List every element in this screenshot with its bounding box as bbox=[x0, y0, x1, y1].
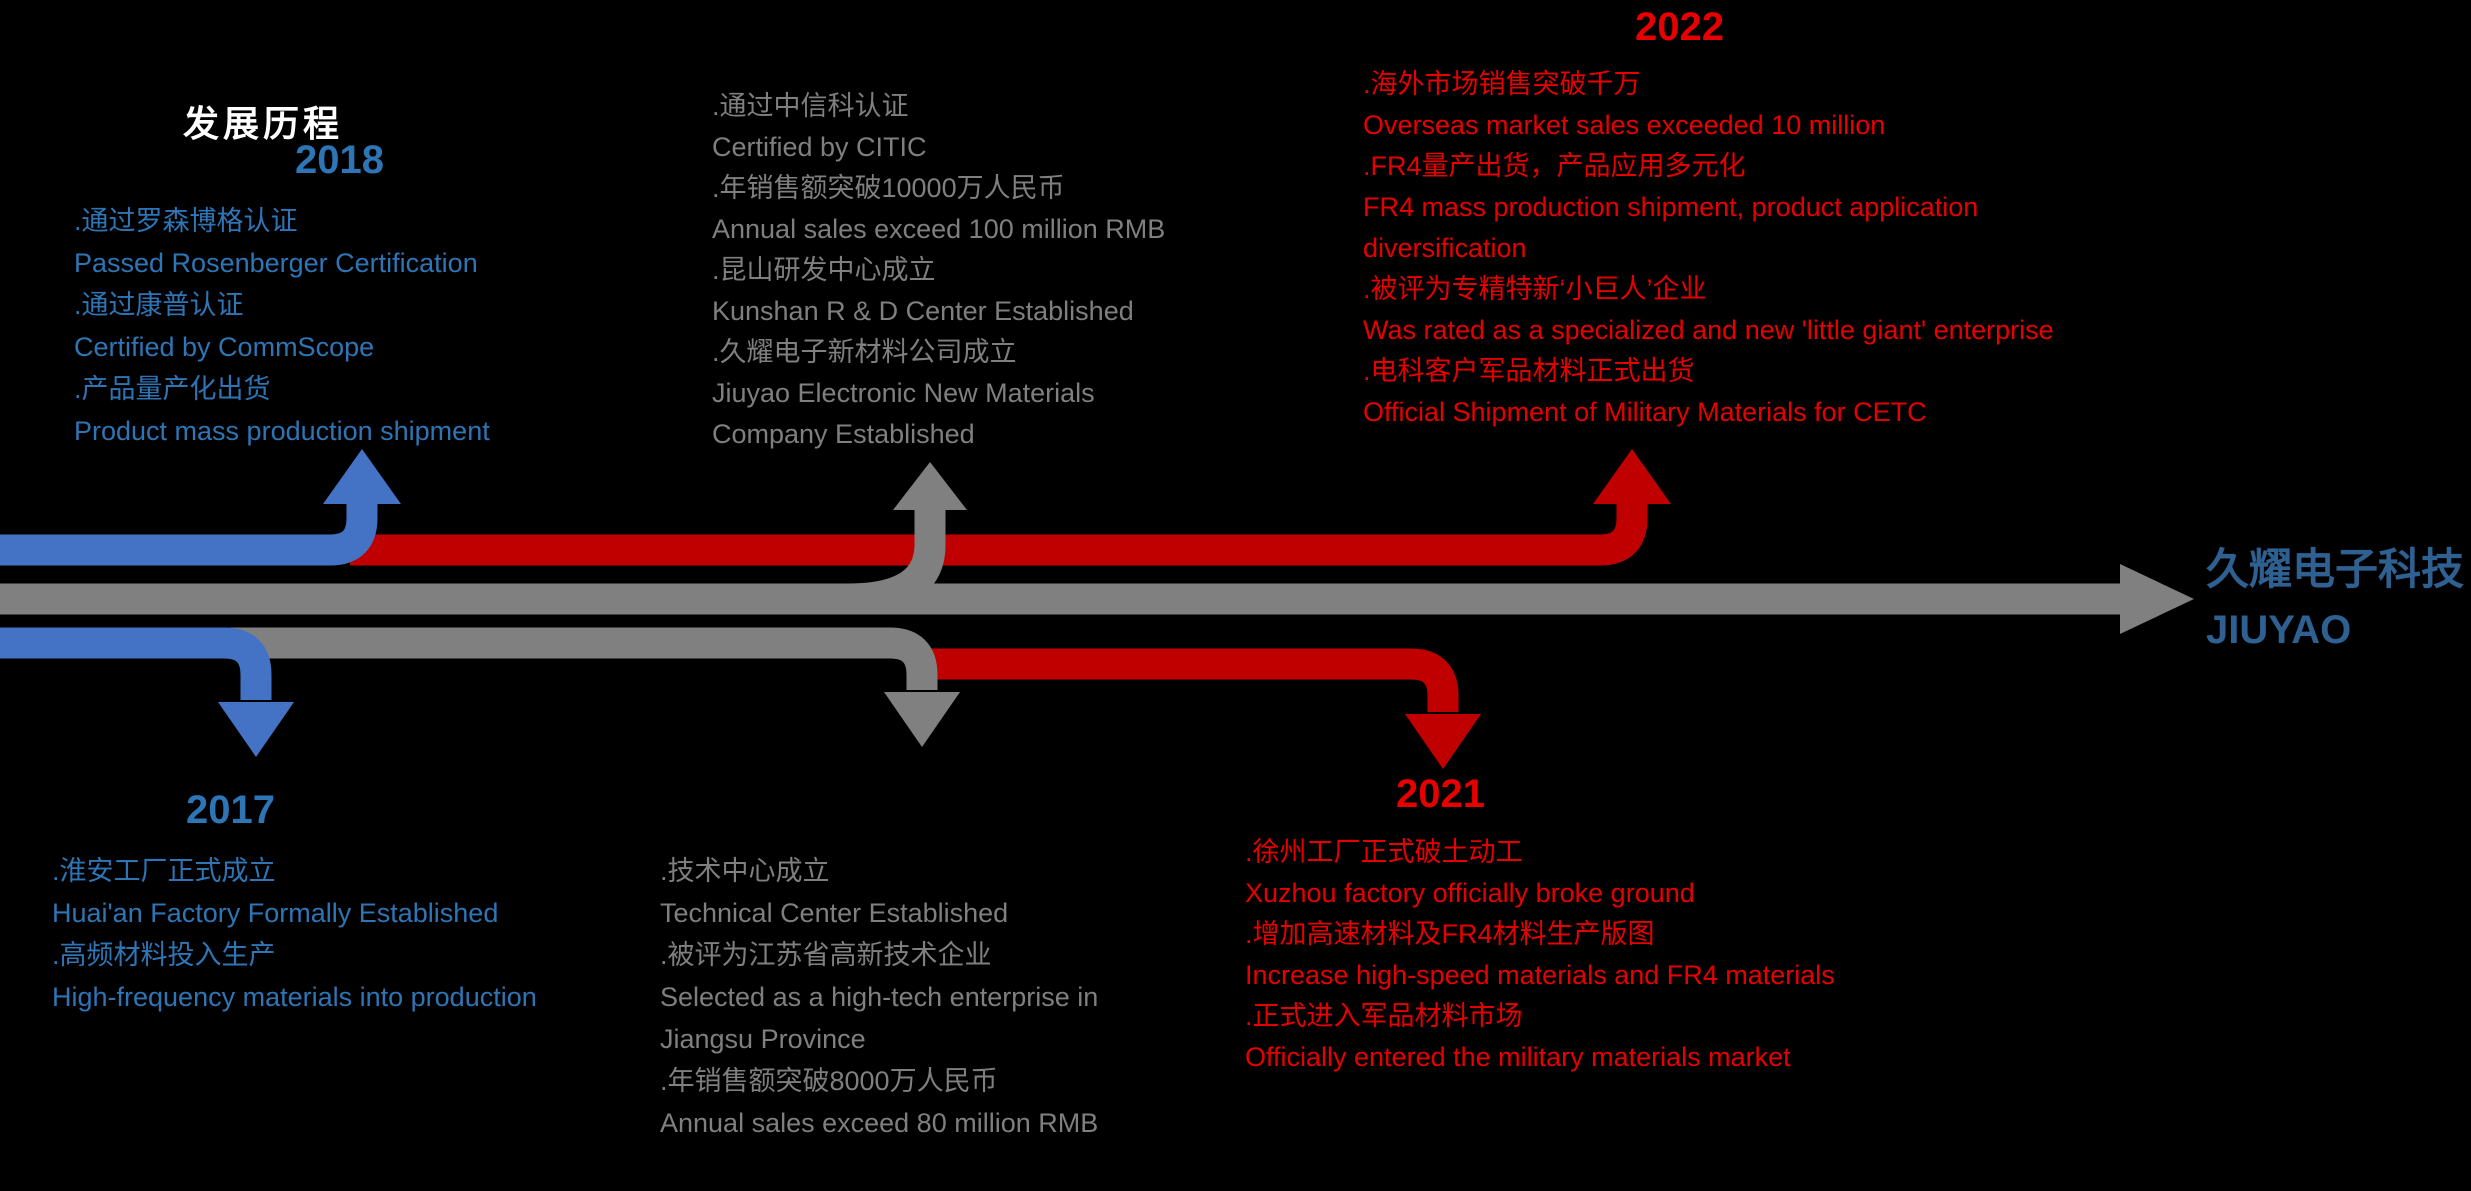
milestone-2018-year: 2018 bbox=[295, 138, 384, 182]
milestone-mid-bottom-details: .技术中心成立 Technical Center Established .被评… bbox=[660, 850, 1098, 1144]
timeline-main-arrowhead bbox=[2120, 564, 2194, 634]
milestone-2021-year: 2021 bbox=[1396, 772, 1485, 816]
milestone-line: Passed Rosenberger Certification bbox=[74, 248, 478, 278]
milestone-line: Company Established bbox=[712, 419, 975, 449]
milestone-line: .FR4量产出货，产品应用多元化 bbox=[1363, 151, 1746, 181]
milestone-line: Officially entered the military material… bbox=[1245, 1042, 1791, 1072]
milestone-line: FR4 mass production shipment, product ap… bbox=[1363, 192, 1979, 222]
milestone-line: .高频材料投入生产 bbox=[52, 940, 276, 970]
milestone-line: .被评为江苏省高新技术企业 bbox=[660, 940, 992, 970]
branch-2021-line bbox=[912, 648, 1459, 712]
milestone-line: .被评为专精特新‘小巨人’企业 bbox=[1363, 274, 1707, 304]
milestone-line: Jiangsu Province bbox=[660, 1024, 866, 1054]
milestone-2022-year: 2022 bbox=[1635, 5, 1724, 49]
brand-name-cn: 久耀电子科技 bbox=[2206, 546, 2464, 594]
milestone-mid-top-details: .通过中信科认证 Certified by CITIC .年销售额突破10000… bbox=[712, 86, 1165, 455]
branch-2022-arrowhead bbox=[1593, 449, 1671, 504]
milestone-line: .淮安工厂正式成立 bbox=[52, 856, 276, 886]
brand-name-en: JIUYAO bbox=[2206, 608, 2352, 652]
milestone-line: Annual sales exceed 80 million RMB bbox=[660, 1108, 1099, 1138]
milestone-line: .徐州工厂正式破土动工 bbox=[1245, 837, 1523, 867]
milestone-line: Product mass production shipment bbox=[74, 416, 490, 446]
milestone-line: .产品量产化出货 bbox=[74, 374, 271, 404]
branch-mid-bottom-arrowhead bbox=[884, 692, 960, 747]
milestone-line: .技术中心成立 bbox=[660, 856, 830, 886]
milestone-line: Overseas market sales exceeded 10 millio… bbox=[1363, 110, 1886, 140]
milestone-line: Selected as a high-tech enterprise in bbox=[660, 982, 1099, 1012]
milestone-line: .昆山研发中心成立 bbox=[712, 255, 936, 285]
branch-2021-arrowhead bbox=[1405, 714, 1481, 769]
milestone-line: Was rated as a specialized and new 'litt… bbox=[1363, 315, 2054, 345]
branch-mid-top-line bbox=[847, 508, 946, 615]
branch-2022-line bbox=[350, 502, 1648, 566]
milestone-2017-details: .淮安工厂正式成立 Huai'an Factory Formally Estab… bbox=[52, 850, 537, 1018]
page-title: 发展历程 bbox=[183, 103, 344, 144]
milestone-line: Official Shipment of Military Materials … bbox=[1363, 397, 1927, 427]
milestone-line: Jiuyao Electronic New Materials bbox=[712, 378, 1095, 408]
milestone-line: .正式进入军品材料市场 bbox=[1245, 1001, 1523, 1031]
branch-2018-line bbox=[0, 502, 378, 566]
milestone-line: .海外市场销售突破千万 bbox=[1363, 69, 1641, 99]
milestone-line: Kunshan R & D Center Established bbox=[712, 296, 1134, 326]
milestone-line: .电科客户军品材料正式出货 bbox=[1363, 356, 1695, 386]
brand: 久耀电子科技 JIUYAO bbox=[2206, 544, 2464, 656]
milestone-line: .通过罗森博格认证 bbox=[74, 206, 298, 236]
milestone-line: diversification bbox=[1363, 233, 1527, 263]
milestone-2017-year: 2017 bbox=[186, 788, 275, 832]
milestone-2018-details: .通过罗森博格认证 Passed Rosenberger Certificati… bbox=[74, 200, 490, 452]
branch-mid-top-arrowhead bbox=[893, 462, 967, 510]
milestone-line: .通过中信科认证 bbox=[712, 91, 909, 121]
milestone-2022-details: .海外市场销售突破千万 Overseas market sales exceed… bbox=[1363, 64, 2054, 433]
milestone-2021-details: .徐州工厂正式破土动工 Xuzhou factory officially br… bbox=[1245, 832, 1835, 1078]
milestone-line: .增加高速材料及FR4材料生产版图 bbox=[1245, 919, 1655, 949]
milestone-line: Increase high-speed materials and FR4 ma… bbox=[1245, 960, 1835, 990]
milestone-line: Certified by CITIC bbox=[712, 132, 927, 162]
milestone-line: High-frequency materials into production bbox=[52, 982, 537, 1012]
branch-mid-bottom-line bbox=[230, 627, 938, 690]
milestone-line: .年销售额突破10000万人民币 bbox=[712, 173, 1065, 203]
milestone-line: Xuzhou factory officially broke ground bbox=[1245, 878, 1695, 908]
milestone-line: Annual sales exceed 100 million RMB bbox=[712, 214, 1166, 244]
branch-2017-arrowhead bbox=[218, 702, 294, 757]
branch-2018-arrowhead bbox=[323, 449, 401, 504]
milestone-line: Certified by CommScope bbox=[74, 332, 375, 362]
milestone-line: .年销售额突破8000万人民币 bbox=[660, 1066, 998, 1096]
milestone-line: Huai'an Factory Formally Established bbox=[52, 898, 499, 928]
milestone-line: .通过康普认证 bbox=[74, 290, 244, 320]
milestone-line: Technical Center Established bbox=[660, 898, 1009, 928]
branch-2017-line bbox=[0, 627, 272, 700]
milestone-line: .久耀电子新材料公司成立 bbox=[712, 337, 1017, 367]
